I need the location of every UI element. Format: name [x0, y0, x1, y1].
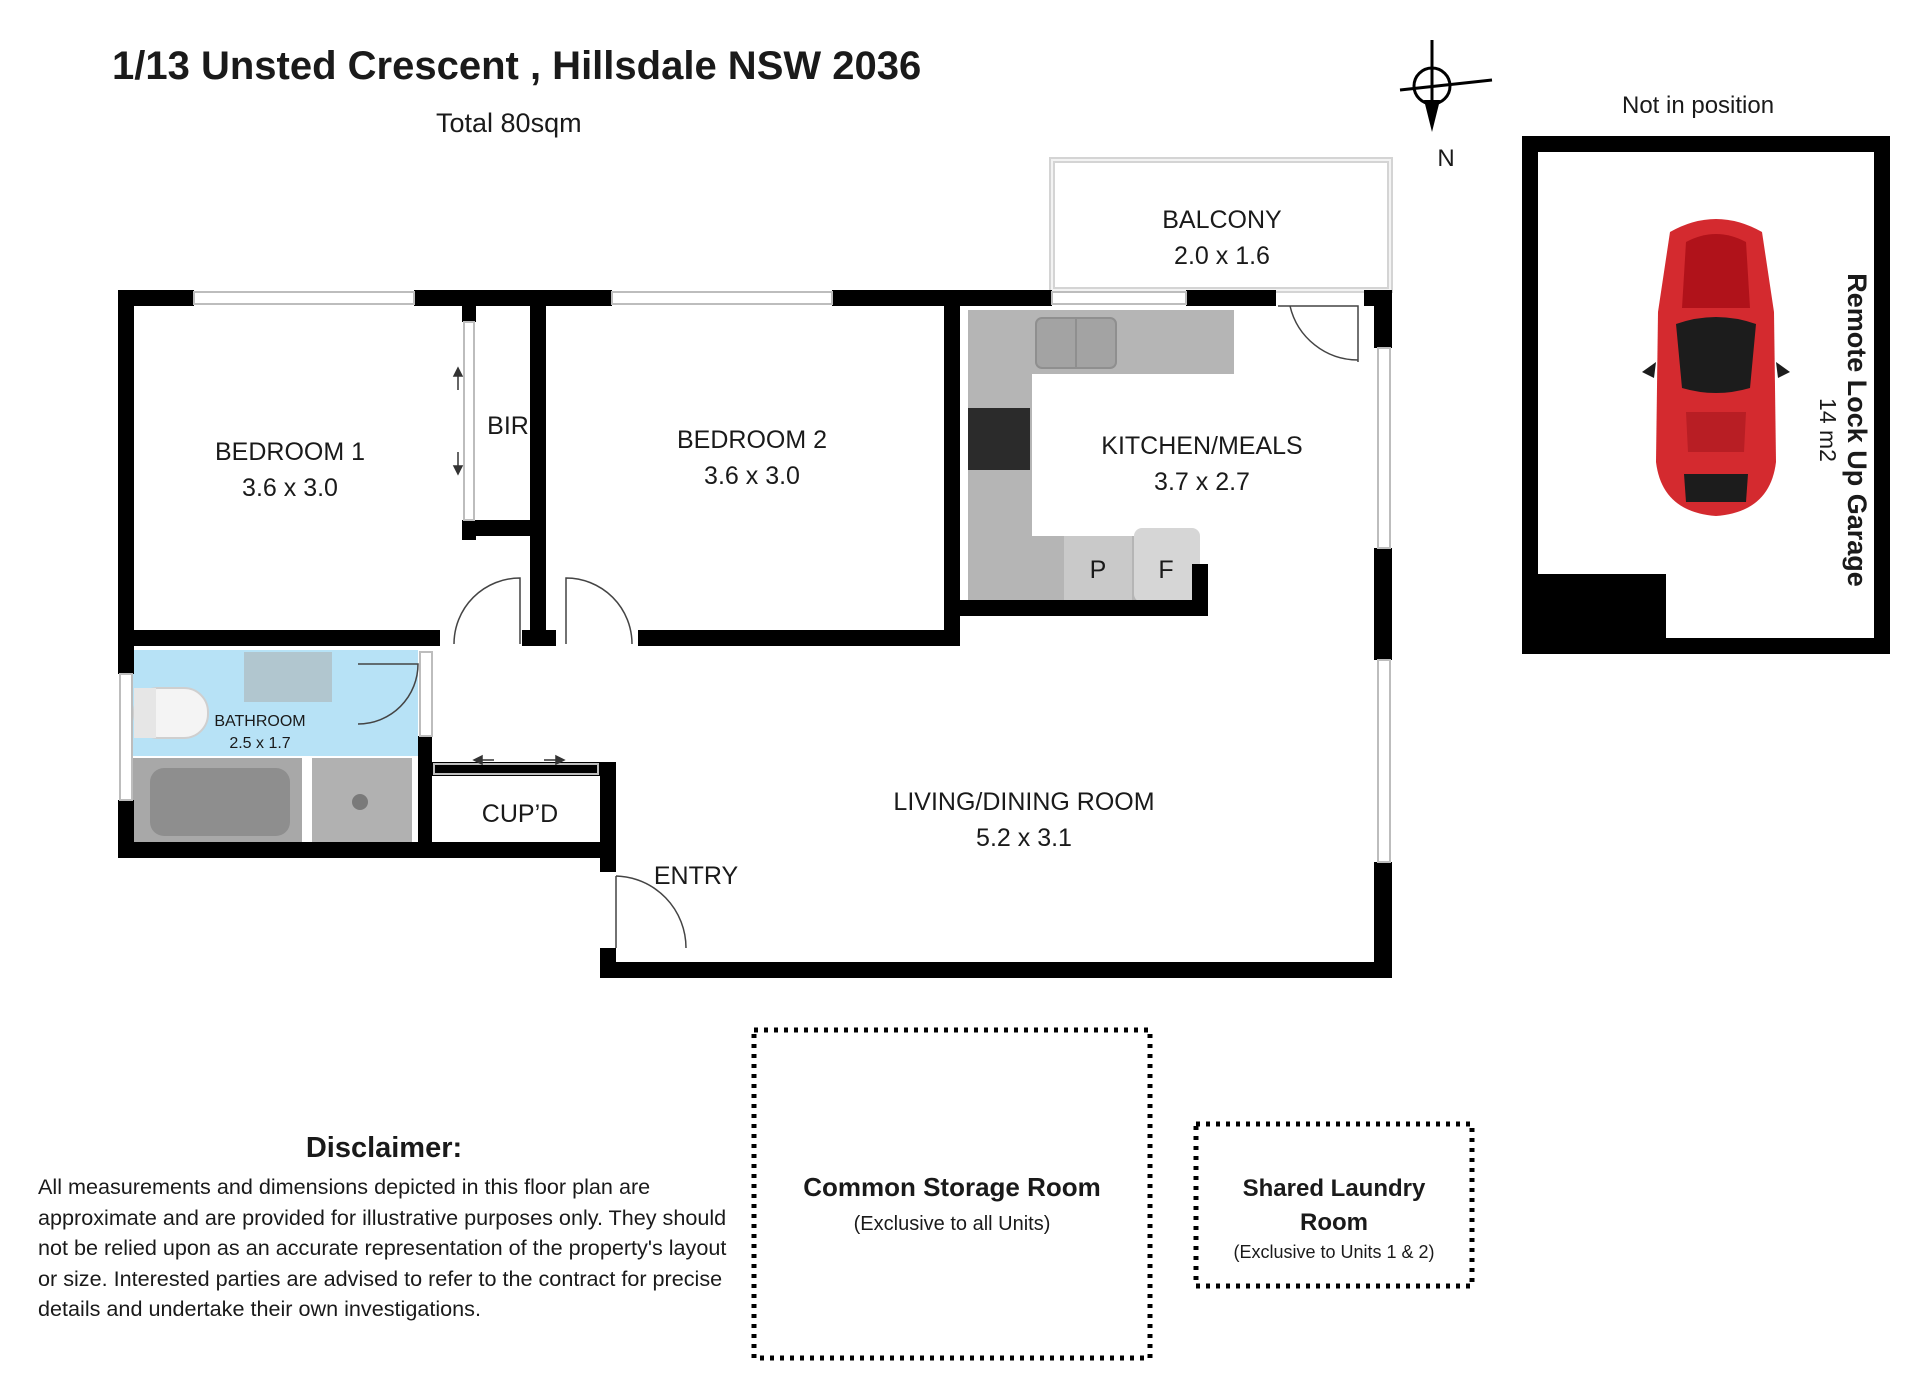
- laundry-name-line2: Room: [1300, 1209, 1368, 1236]
- bathroom-door: [357, 663, 419, 725]
- car-icon: [1642, 219, 1790, 516]
- north-label: N: [1437, 145, 1454, 172]
- north-compass-icon: [1399, 40, 1493, 132]
- doors: [357, 305, 1359, 949]
- cooktop-icon: [968, 408, 1030, 470]
- balcony-name: BALCONY: [1162, 206, 1282, 234]
- storage-note: (Exclusive to all Units): [854, 1213, 1051, 1235]
- bedroom1-name: BEDROOM 1: [215, 438, 365, 466]
- garage-corner-block: [1530, 574, 1666, 646]
- bathroom-fixtures: [132, 650, 418, 846]
- kitchen-door: [1278, 305, 1359, 362]
- bedroom2-dims: 3.6 x 3.0: [704, 462, 800, 490]
- common-storage-outline: [751, 1027, 1153, 1361]
- bedroom1-dims: 3.6 x 3.0: [242, 474, 338, 502]
- walls: [118, 290, 1392, 978]
- kitchen-fixtures: [968, 310, 1234, 602]
- kitchen-name: KITCHEN/MEALS: [1101, 432, 1302, 460]
- windows: [119, 291, 1391, 863]
- storage-name: Common Storage Room: [803, 1172, 1101, 1202]
- vanity-icon: [244, 652, 332, 702]
- bedroom2-name: BEDROOM 2: [677, 426, 827, 454]
- disclaimer-body: All measurements and dimensions depicted…: [38, 1174, 727, 1321]
- bathroom-name: BATHROOM: [214, 713, 305, 730]
- sliding-arrows: [452, 366, 566, 766]
- garage-area: 14 m2: [1815, 398, 1841, 462]
- garage-name: Remote Lock Up Garage: [1842, 273, 1872, 587]
- entry-label: ENTRY: [654, 862, 739, 890]
- bedroom2-door: [565, 577, 633, 645]
- fridge-label: F: [1158, 556, 1173, 584]
- fridge: [1134, 528, 1200, 602]
- laundry-note: (Exclusive to Units 1 & 2): [1233, 1242, 1434, 1262]
- living-dims: 5.2 x 3.1: [976, 824, 1072, 852]
- cupboard-name: CUP’D: [482, 800, 558, 828]
- garage: [1522, 136, 1890, 654]
- kitchen-dims: 3.7 x 2.7: [1154, 468, 1250, 496]
- entry-door: [615, 875, 687, 949]
- disclaimer-heading: Disclaimer:: [305, 1132, 463, 1164]
- property-address: 1/13 Unsted Crescent , Hillsdale NSW 203…: [112, 44, 922, 88]
- pantry: [1064, 536, 1132, 602]
- garage-position-note: Not in position: [1622, 92, 1775, 119]
- pantry-label: P: [1090, 556, 1107, 584]
- total-area: Total 80sqm: [436, 108, 582, 138]
- balcony-dims: 2.0 x 1.6: [1174, 242, 1270, 270]
- bathroom-dims: 2.5 x 1.7: [229, 735, 290, 752]
- bedroom1-door: [453, 577, 521, 645]
- bir-name: BIR: [487, 412, 529, 440]
- laundry-name-line1: Shared Laundry: [1243, 1175, 1426, 1202]
- garage-label: Remote Lock Up Garage 14 m2: [1814, 240, 1872, 620]
- living-name: LIVING/DINING ROOM: [893, 788, 1154, 816]
